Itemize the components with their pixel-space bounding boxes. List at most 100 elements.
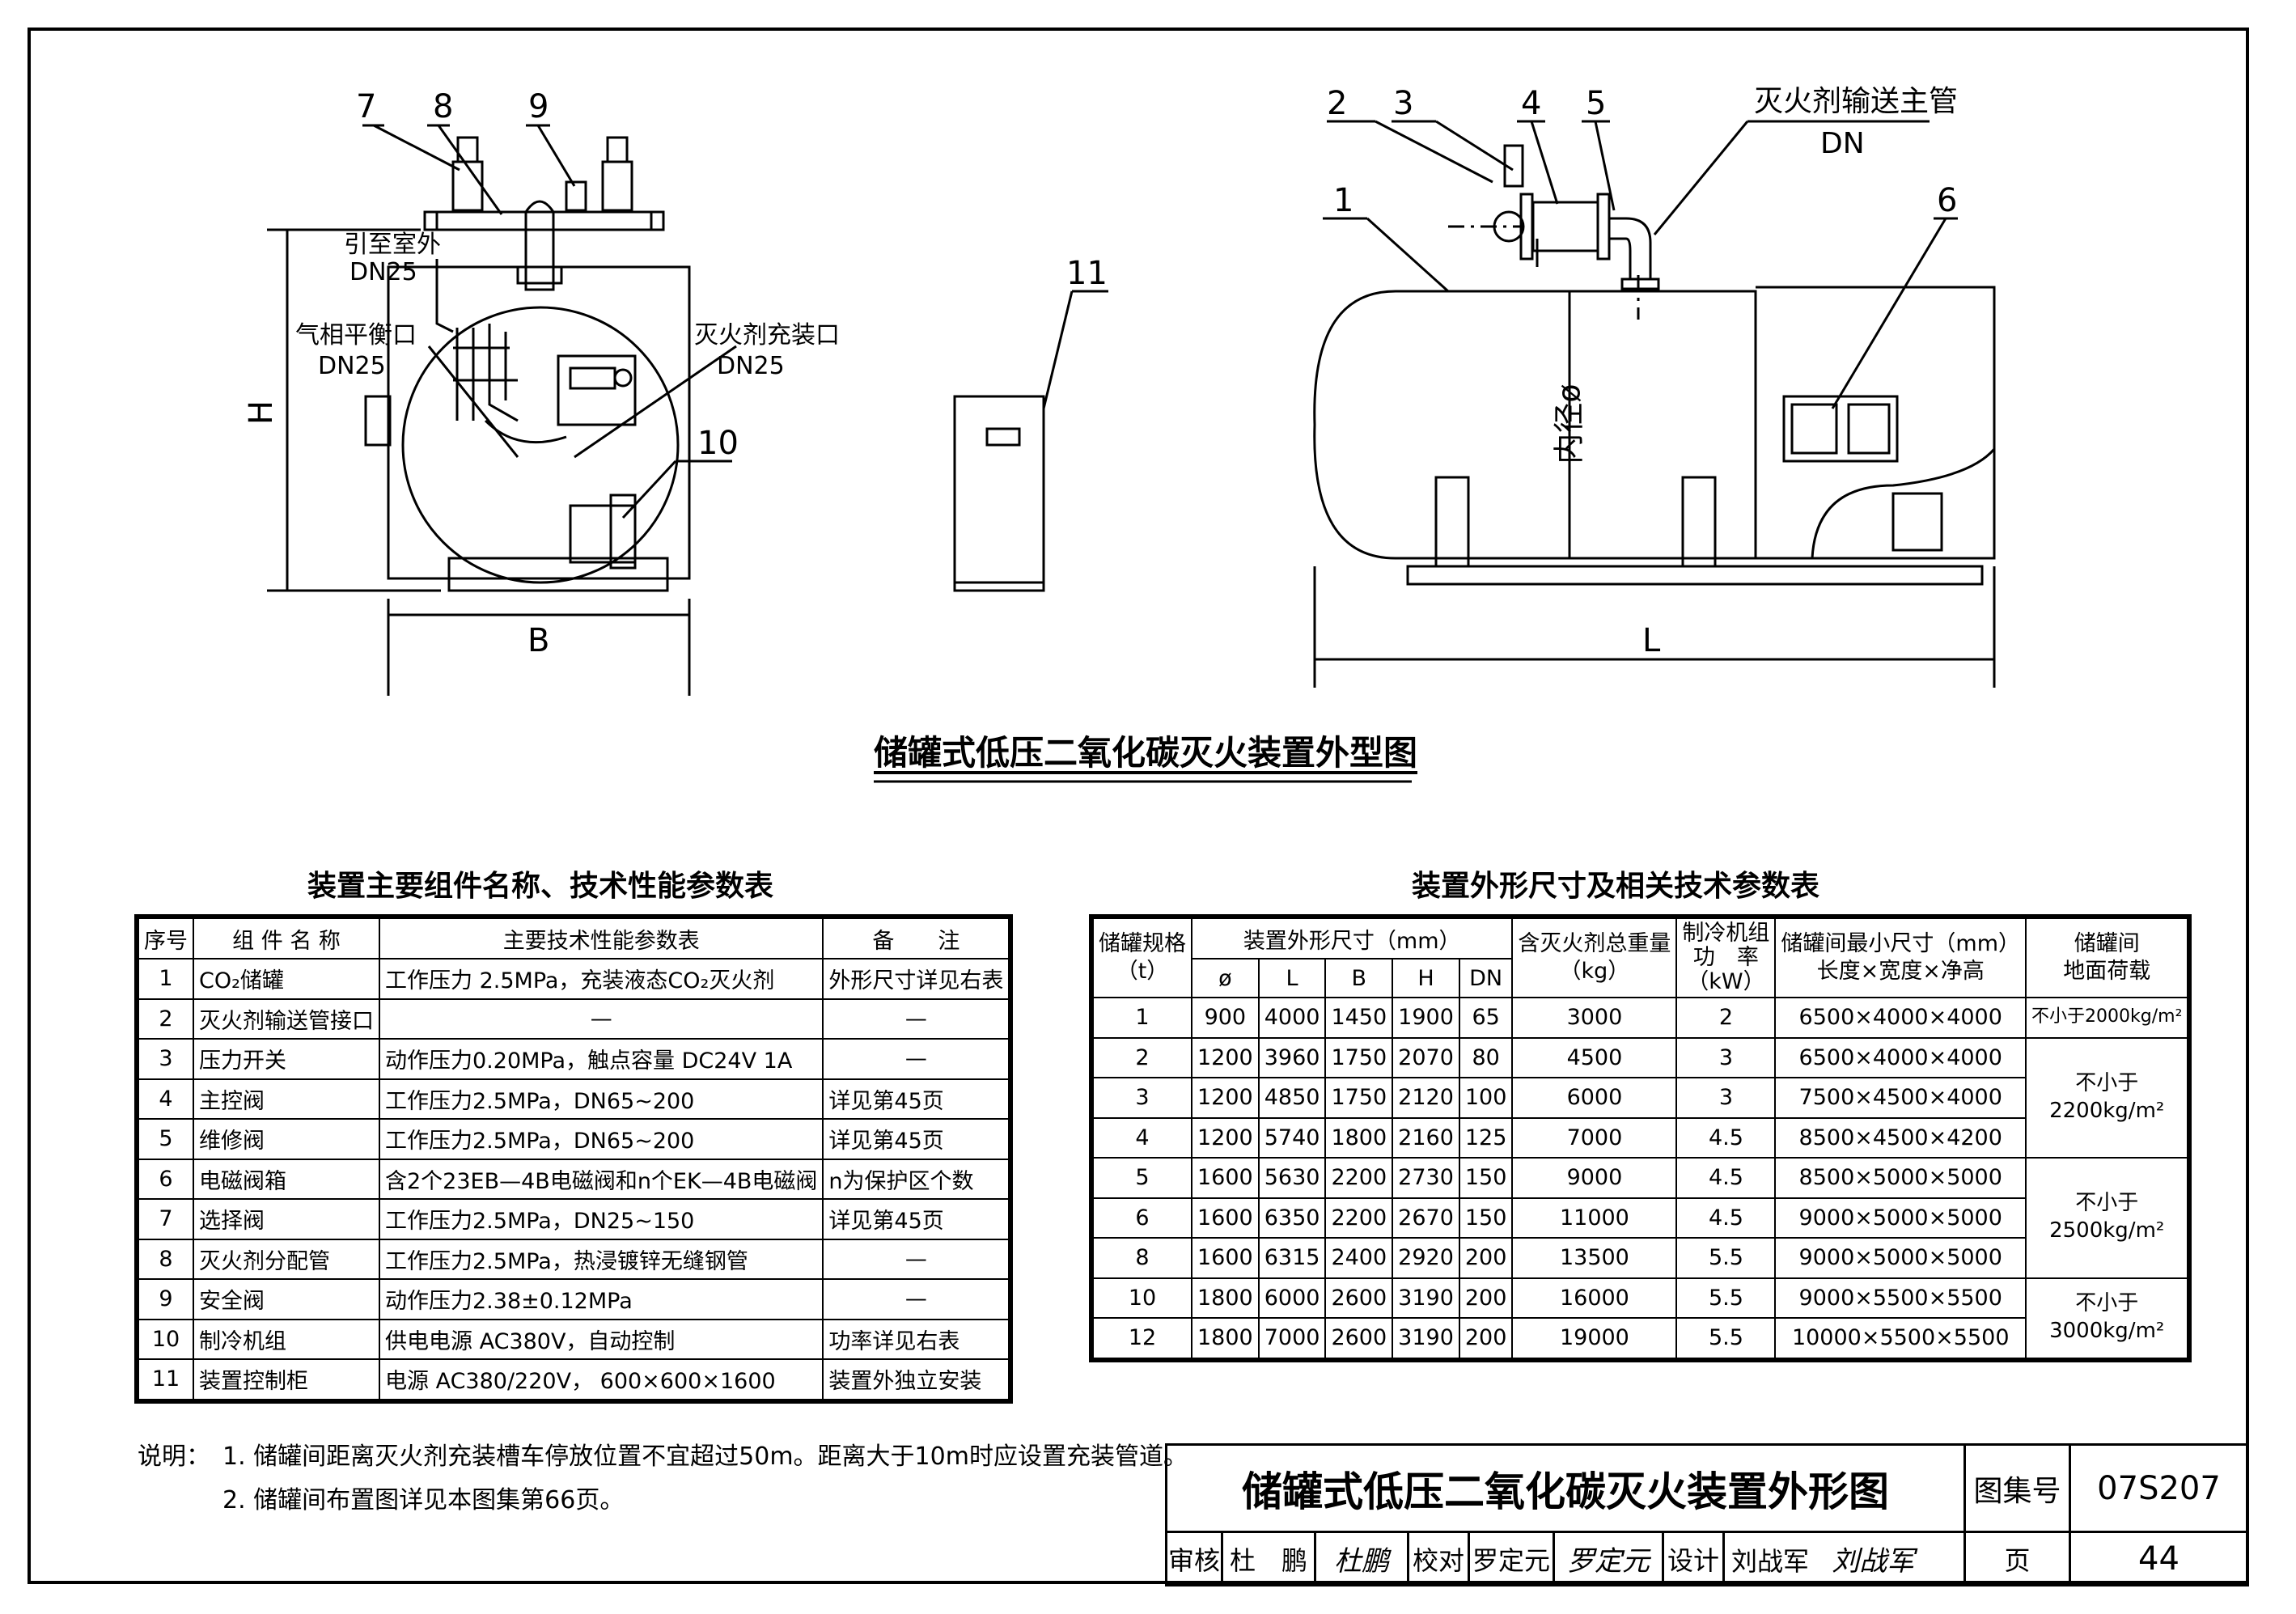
table-cell: 详见第45页 [822,1118,1010,1160]
header-weight: 含灭火剂总重量 （kg） [1511,917,1678,998]
table-cell: 3 [1675,1036,1777,1078]
table-cell: 2070 [1392,1036,1460,1078]
table-cell: 4850 [1257,1077,1327,1119]
label-outdoor-dn: DN25 [349,258,417,286]
table-cell: 9000×5500×5500 [1774,1277,2027,1319]
label-balance-dn: DN25 [318,352,386,380]
table-cell: 功率详见右表 [822,1318,1010,1360]
table-cell: 1800 [1324,1116,1394,1159]
load-text: 3000kg/m² [2049,1319,2165,1343]
table-cell: 动作压力2.38±0.12MPa [378,1278,824,1320]
table-cell: 1750 [1324,1036,1394,1078]
title-block-title: 储罐式低压二氧化碳灭火装置外形图 [1165,1443,1966,1533]
note-1: 1. 储罐间距离灭火剂充装槽车停放位置不宜超过50m。距离大于10m时应设置充装… [222,1442,1188,1471]
table-cell: 4.5 [1675,1116,1777,1159]
dim-H: H [243,400,281,426]
table-cell: 1200 [1191,1077,1260,1119]
table-cell: 装置控制柜 [193,1358,380,1400]
title-block: 储罐式低压二氧化碳灭火装置外形图 图集号 07S207 审核 杜 鹏 杜鹏 校对… [1164,1443,2249,1586]
table-cell: 3 [1092,1077,1192,1119]
table-cell: 125 [1458,1116,1514,1159]
callout-10: 10 [697,425,739,462]
table-cell: 150 [1458,1197,1514,1239]
table-cell: 2 [1092,1036,1192,1078]
table-cell: 11000 [1511,1197,1678,1239]
header-load: 储罐间 地面荷载 [2025,917,2189,998]
table-cell: 1600 [1191,1197,1260,1239]
table-cell: 19000 [1511,1317,1678,1359]
review-label: 审核 [1164,1531,1224,1586]
table-cell: 9000×5000×5000 [1774,1237,2027,1279]
table-cell: 6 [1092,1197,1192,1239]
table-cell: 装置外独立安装 [822,1358,1010,1400]
table-cell: 8 [1092,1237,1192,1279]
table-cell: 5630 [1257,1157,1327,1199]
dimensions-table-title: 装置外形尺寸及相关技术参数表 [1412,870,1820,903]
page-label: 页 [1963,1531,2071,1586]
check-label: 校对 [1407,1531,1471,1586]
table-cell: CO₂储罐 [193,958,380,1000]
table-cell: 3 [138,1038,194,1080]
table-cell: 7500×4500×4000 [1774,1077,2027,1119]
table-cell: 外形尺寸详见右表 [822,958,1010,1000]
table-cell: 选择阀 [193,1198,380,1240]
table-cell: 6 [138,1158,194,1200]
drawing-frame [28,28,2249,1584]
table-cell: — [822,1278,1010,1320]
design-signature: 刘战军 [1832,1545,1915,1578]
table-cell: 2920 [1392,1237,1460,1279]
table-cell: 6350 [1257,1197,1327,1239]
table-cell: 5.5 [1675,1237,1777,1279]
table-cell: 2200 [1324,1197,1394,1239]
table-cell: 3190 [1392,1317,1460,1359]
table-cell: 工作压力2.5MPa，DN25~150 [378,1198,824,1240]
table-cell: 4500 [1511,1036,1678,1078]
callout-3: 3 [1393,85,1414,122]
table-cell: 制冷机组 [193,1318,380,1360]
table-cell: 2600 [1324,1317,1394,1359]
header-sub: DN [1458,958,1514,998]
page-number: 44 [2069,1531,2249,1586]
callout-4: 4 [1521,85,1542,122]
label-charge-dn: DN25 [717,352,785,380]
table-cell: 1800 [1191,1277,1260,1319]
table-cell: 电磁阀箱 [193,1158,380,1200]
table-cell: 1200 [1191,1036,1260,1078]
table-cell: 80 [1458,1036,1514,1078]
notes-prefix: 说明： [138,1442,210,1471]
table-cell: 200 [1458,1317,1514,1359]
table-cell: — [822,1238,1010,1280]
table-cell: 200 [1458,1277,1514,1319]
table-cell: 8500×5000×5000 [1774,1157,2027,1199]
table-cell: 12 [1092,1317,1192,1359]
table-cell: 6000 [1257,1277,1327,1319]
table-cell: 动作压力0.20MPa，触点容量 DC24V 1A [378,1038,824,1080]
table-cell: 7000 [1511,1116,1678,1159]
table-cell: 2200 [1324,1157,1394,1199]
design-name-cell: 刘战军 刘战军 [1722,1531,1966,1586]
load-text: 不小于2000kg/m² [2031,1006,2183,1027]
load-text: 2500kg/m² [2049,1218,2165,1243]
callout-5: 5 [1586,85,1607,122]
cabinet-drawing [953,290,1108,592]
header-sub: ø [1191,958,1260,998]
header-power: 制冷机组 功 率 （kW） [1675,917,1777,998]
table-cell: 主控阀 [193,1078,380,1120]
table-cell: n为保护区个数 [822,1158,1010,1200]
load-text: 不小于 [2075,1191,2139,1216]
table-cell: — [822,1038,1010,1080]
table-cell: 16000 [1511,1277,1678,1319]
table-cell: 安全阀 [193,1278,380,1320]
label-charge: 灭火剂充装口 [694,321,840,349]
table-cell: 3000 [1511,997,1678,1039]
check-name: 罗定元 [1468,1531,1556,1586]
